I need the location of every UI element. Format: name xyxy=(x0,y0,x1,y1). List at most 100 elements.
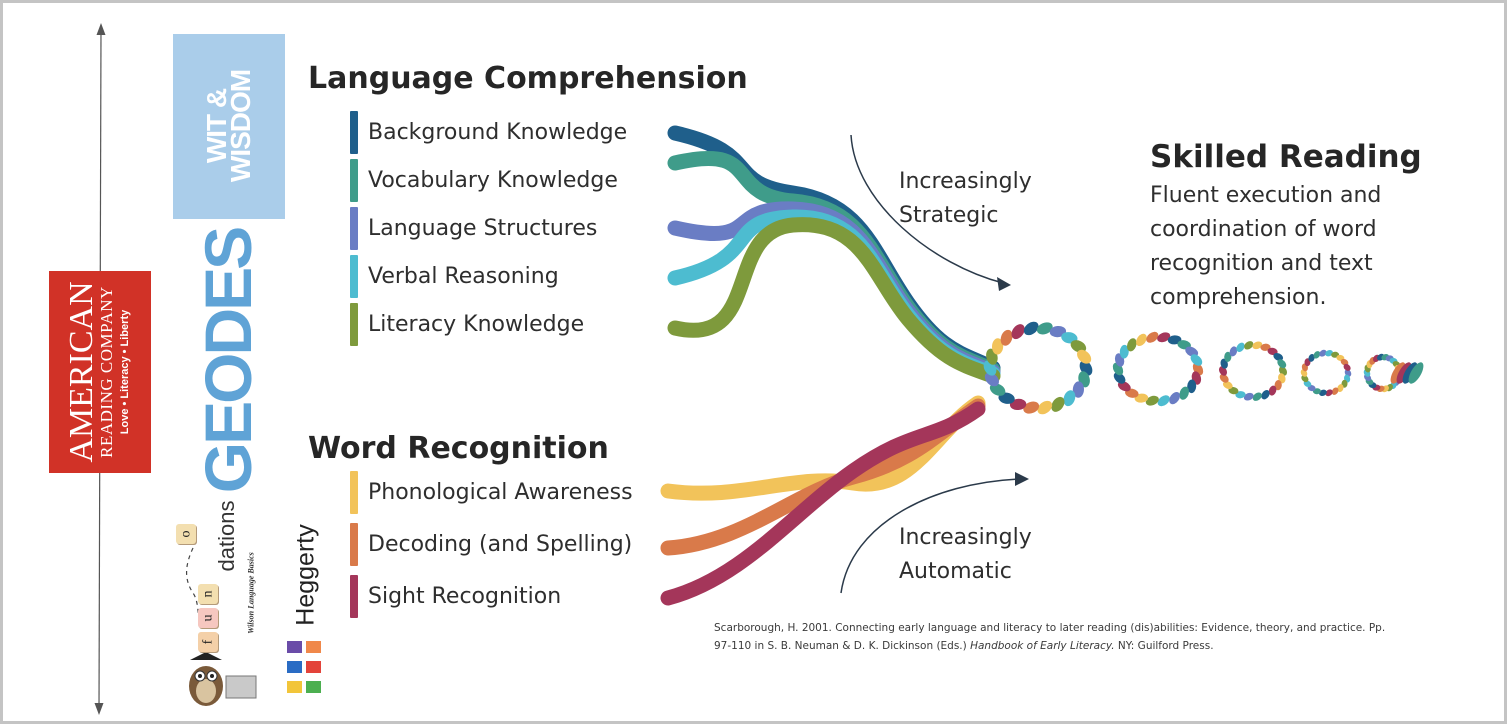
braid-segment xyxy=(1009,398,1027,411)
owl-laptop xyxy=(225,675,257,699)
braid-segment xyxy=(1267,347,1278,356)
braid-segment xyxy=(1261,390,1270,400)
braid-segment xyxy=(1228,386,1239,395)
strand-color-bar xyxy=(350,303,358,346)
braid-segment xyxy=(1051,396,1065,412)
fundations-logo: o f u n xyxy=(168,508,278,708)
citation-part2: NY: Guilford Press. xyxy=(1114,640,1214,652)
letter-tile-n: n xyxy=(198,584,218,604)
rope-strand xyxy=(660,401,986,606)
letter-tile-f: f xyxy=(198,632,218,652)
braid-segment xyxy=(1023,321,1039,336)
fundations-dashed-path xyxy=(186,547,257,706)
language-comprehension-heading: Language Comprehension xyxy=(308,61,748,96)
increasingly-automatic-label: Increasingly Automatic xyxy=(899,525,1032,584)
strategic-curved-arrow xyxy=(850,134,1004,284)
braid-segment xyxy=(1308,353,1315,362)
braid-segment xyxy=(1169,391,1180,405)
american-reading-company-logo: AMERICAN READING COMPANY Love • Literacy… xyxy=(49,271,151,473)
braid-segment xyxy=(1408,362,1424,384)
braid-segment xyxy=(1036,322,1053,335)
braid-segment xyxy=(1273,352,1284,361)
letter-tile-u: u xyxy=(198,608,218,628)
braid-segment xyxy=(1301,375,1309,383)
braid-segment xyxy=(1167,335,1182,345)
letter-tile-o: o xyxy=(176,524,196,544)
heggerty-logo-squares xyxy=(287,641,323,697)
braid-segment xyxy=(1274,380,1282,391)
heggerty-square xyxy=(306,661,321,673)
braid-segment xyxy=(1260,343,1271,351)
braid-segment xyxy=(1179,386,1189,400)
braid-segment xyxy=(989,383,1006,396)
strand-label-decoding: Decoding (and Spelling) xyxy=(368,532,633,557)
skilled-reading-description: Fluent execution and coordination of wor… xyxy=(1150,183,1382,310)
braid-segment xyxy=(1219,373,1229,383)
braid-segment xyxy=(1244,341,1254,350)
braid-segment xyxy=(1117,381,1131,392)
braid-segment xyxy=(1145,395,1159,406)
strand-color-bar xyxy=(350,207,358,250)
braid-segment xyxy=(1303,380,1312,388)
braid-segment xyxy=(1157,332,1171,343)
strand-label-literacy-knowledge: Literacy Knowledge xyxy=(368,312,585,337)
braid-segment xyxy=(1224,351,1232,362)
braid-segment xyxy=(1077,349,1092,364)
automatic-curved-arrow xyxy=(840,478,1020,594)
braid-segment xyxy=(1070,340,1087,353)
braid-segment xyxy=(1313,351,1321,359)
braid-segment xyxy=(1252,392,1262,401)
braid-segment xyxy=(1277,359,1287,369)
braid-segment xyxy=(1157,395,1170,407)
braid-segment xyxy=(1049,325,1067,338)
strand-label-vocabulary-knowledge: Vocabulary Knowledge xyxy=(368,168,618,193)
braid-segment xyxy=(1222,381,1233,390)
braid-segment xyxy=(991,338,1004,355)
strand-color-bar xyxy=(350,255,358,298)
braid-segment xyxy=(1340,358,1349,366)
strand-label-verbal-reasoning: Verbal Reasoning xyxy=(368,264,559,289)
wit-and-wisdom-logo: WIT & WISDOM xyxy=(173,34,285,219)
citation-text: Scarborough, H. 2001. Connecting early l… xyxy=(714,619,1394,655)
braid-segment xyxy=(1229,346,1238,357)
braid-segment xyxy=(1319,389,1327,396)
braid-segment xyxy=(1325,389,1333,397)
word-recognition-heading: Word Recognition xyxy=(308,431,609,466)
braid-segment xyxy=(1337,384,1344,393)
automatic-arrowhead xyxy=(1015,472,1029,486)
braid-segment xyxy=(1243,392,1254,401)
braid-segment xyxy=(1113,372,1126,384)
braid-segment xyxy=(1190,354,1203,366)
citation-part1: Scarborough, H. 2001. Connecting early l… xyxy=(714,622,1386,652)
braid-segment xyxy=(1072,381,1085,398)
heggerty-square xyxy=(287,681,302,693)
braid-segment xyxy=(984,372,999,387)
strand-label-sight-recognition: Sight Recognition xyxy=(368,584,562,609)
braid-segment xyxy=(1011,324,1025,340)
braid-segment xyxy=(1146,331,1159,343)
braid-segment xyxy=(1127,338,1137,352)
braid-segment xyxy=(1268,385,1277,396)
braid-segment xyxy=(1119,344,1129,359)
braid-segment xyxy=(1252,341,1263,350)
strand-color-bar xyxy=(350,523,358,566)
heggerty-square xyxy=(306,681,321,693)
strategic-arrowhead xyxy=(997,277,1011,291)
braid-segment xyxy=(1185,346,1199,357)
braid-segment xyxy=(1235,391,1246,399)
braid-segment xyxy=(1187,379,1197,394)
braid-segment xyxy=(1331,387,1339,395)
braid-segment xyxy=(1136,333,1147,347)
braid-segment xyxy=(1000,329,1013,346)
strand-label-language-structures: Language Structures xyxy=(368,216,598,241)
braid-segment xyxy=(1236,342,1245,352)
strand-color-bar xyxy=(350,111,358,154)
braid-segment xyxy=(1325,350,1333,357)
reading-rope-illustration xyxy=(660,125,1424,606)
braid-segment xyxy=(1023,401,1040,414)
strand-color-bar xyxy=(350,471,358,514)
braid-segment xyxy=(1343,363,1351,371)
heggerty-square xyxy=(287,661,302,673)
strand-label-phonological-awareness: Phonological Awareness xyxy=(368,480,633,505)
